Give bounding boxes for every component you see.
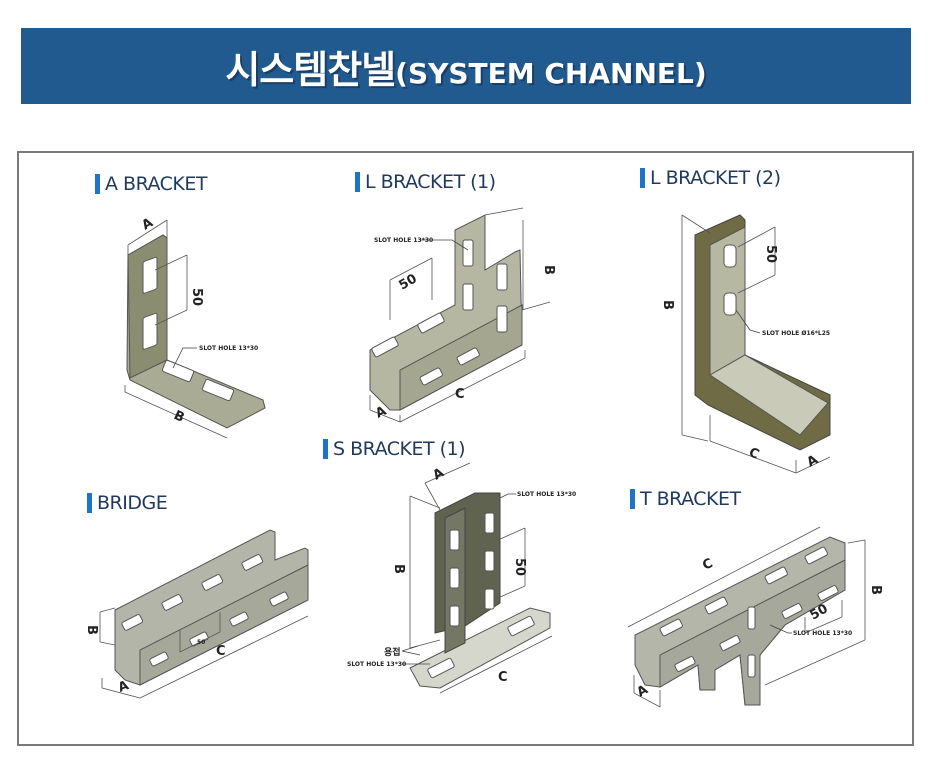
title-english: (SYSTEM CHANNEL) (395, 56, 707, 90)
slot-hole-note: SLOT HOLE 13*30 (199, 345, 258, 352)
dim-b: B (391, 564, 406, 574)
l-bracket-2-drawing: B 50 C A SLOT HOLE Ø16*L25 (650, 205, 850, 475)
page-title: 시스템찬넬(SYSTEM CHANNEL) (225, 39, 706, 94)
part-label-l-bracket-2: L BRACKET (2) (640, 167, 781, 189)
t-bracket-drawing: C B 50 A SLOT HOLE 13*30 (620, 515, 883, 715)
dim-c: C (700, 556, 715, 574)
dim-b: B (84, 625, 99, 635)
part-label-a-bracket: A BRACKET (95, 173, 208, 195)
slot-hole-note: SLOT HOLE 13*30 (517, 491, 576, 498)
dim-b: B (541, 265, 556, 275)
dim-a: A (140, 215, 156, 233)
dim-pitch: 50 (189, 288, 204, 306)
part-label-l-bracket-1: L BRACKET (1) (355, 171, 496, 193)
label-marker (640, 168, 645, 188)
dim-c: C (498, 670, 508, 685)
label-marker (323, 439, 328, 459)
dim-pitch: 50 (763, 245, 778, 263)
label-marker (95, 174, 100, 194)
weld-label: 용접 (384, 646, 401, 658)
part-name: S BRACKET (1) (333, 438, 466, 460)
dim-b: B (171, 408, 186, 426)
slot-hole-note: SLOT HOLE 13*30 (374, 237, 433, 244)
label-marker (355, 172, 360, 192)
l-bracket-1-drawing: B 50 C A SLOT HOLE 13*30 (360, 207, 570, 425)
dim-b: B (868, 585, 883, 595)
part-name: T BRACKET (640, 488, 741, 510)
title-korean: 시스템찬넬 (225, 47, 396, 92)
label-marker (87, 493, 92, 513)
part-name: BRIDGE (97, 492, 168, 514)
part-name: A BRACKET (105, 173, 208, 195)
part-label-s-bracket-1: S BRACKET (1) (323, 438, 466, 460)
dim-c: C (455, 387, 465, 402)
dim-a: A (116, 678, 131, 696)
dim-a: A (431, 465, 447, 483)
part-name: L BRACKET (1) (365, 171, 496, 193)
slot-hole-note: SLOT HOLE Ø16*L25 (762, 330, 830, 337)
dim-pitch: 50 (512, 558, 527, 576)
dim-pitch: 50 (197, 639, 205, 646)
part-label-bridge: BRIDGE (87, 492, 168, 514)
part-name: L BRACKET (2) (650, 167, 781, 189)
title-banner: 시스템찬넬(SYSTEM CHANNEL) (21, 28, 911, 104)
dim-b: B (660, 300, 675, 310)
s-bracket-1-drawing: B A 50 C SLOT HOLE 13*30 용접 SLOT HOLE 13… (340, 462, 580, 698)
a-bracket-drawing: A 50 B SLOT HOLE 13*30 (115, 200, 285, 440)
dim-c: C (746, 445, 761, 463)
part-label-t-bracket: T BRACKET (630, 488, 741, 510)
dim-c: C (216, 644, 226, 659)
label-marker (630, 489, 635, 509)
base-slot-hole-note: SLOT HOLE 13*30 (347, 661, 406, 668)
slot-hole-note: SLOT HOLE 13*30 (793, 630, 852, 637)
bridge-drawing: B A 50 C (80, 520, 320, 700)
